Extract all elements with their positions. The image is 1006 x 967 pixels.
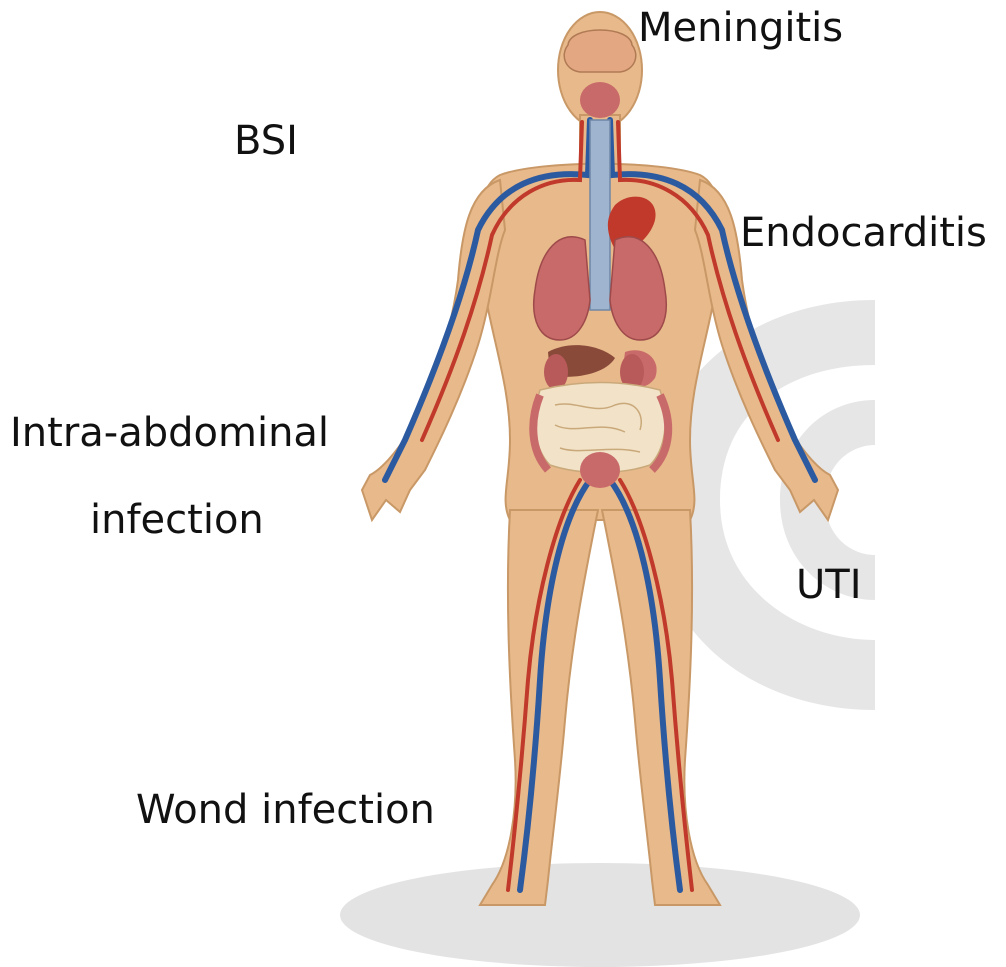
label-endocarditis: Endocarditis	[740, 213, 987, 253]
pharynx-icon	[580, 82, 620, 118]
label-meningitis: Meningitis	[638, 8, 843, 48]
label-wound-infection: Wond infection	[136, 790, 435, 830]
brain-icon	[564, 30, 636, 72]
bladder-icon	[580, 452, 620, 488]
label-uti: UTI	[796, 565, 862, 605]
trachea-icon	[590, 120, 610, 310]
label-intra-abdominal-line2: infection	[90, 500, 264, 540]
ground-shadow	[340, 863, 860, 967]
label-bsi: BSI	[234, 121, 298, 161]
label-intra-abdominal-line1: Intra-abdominal	[10, 413, 329, 453]
